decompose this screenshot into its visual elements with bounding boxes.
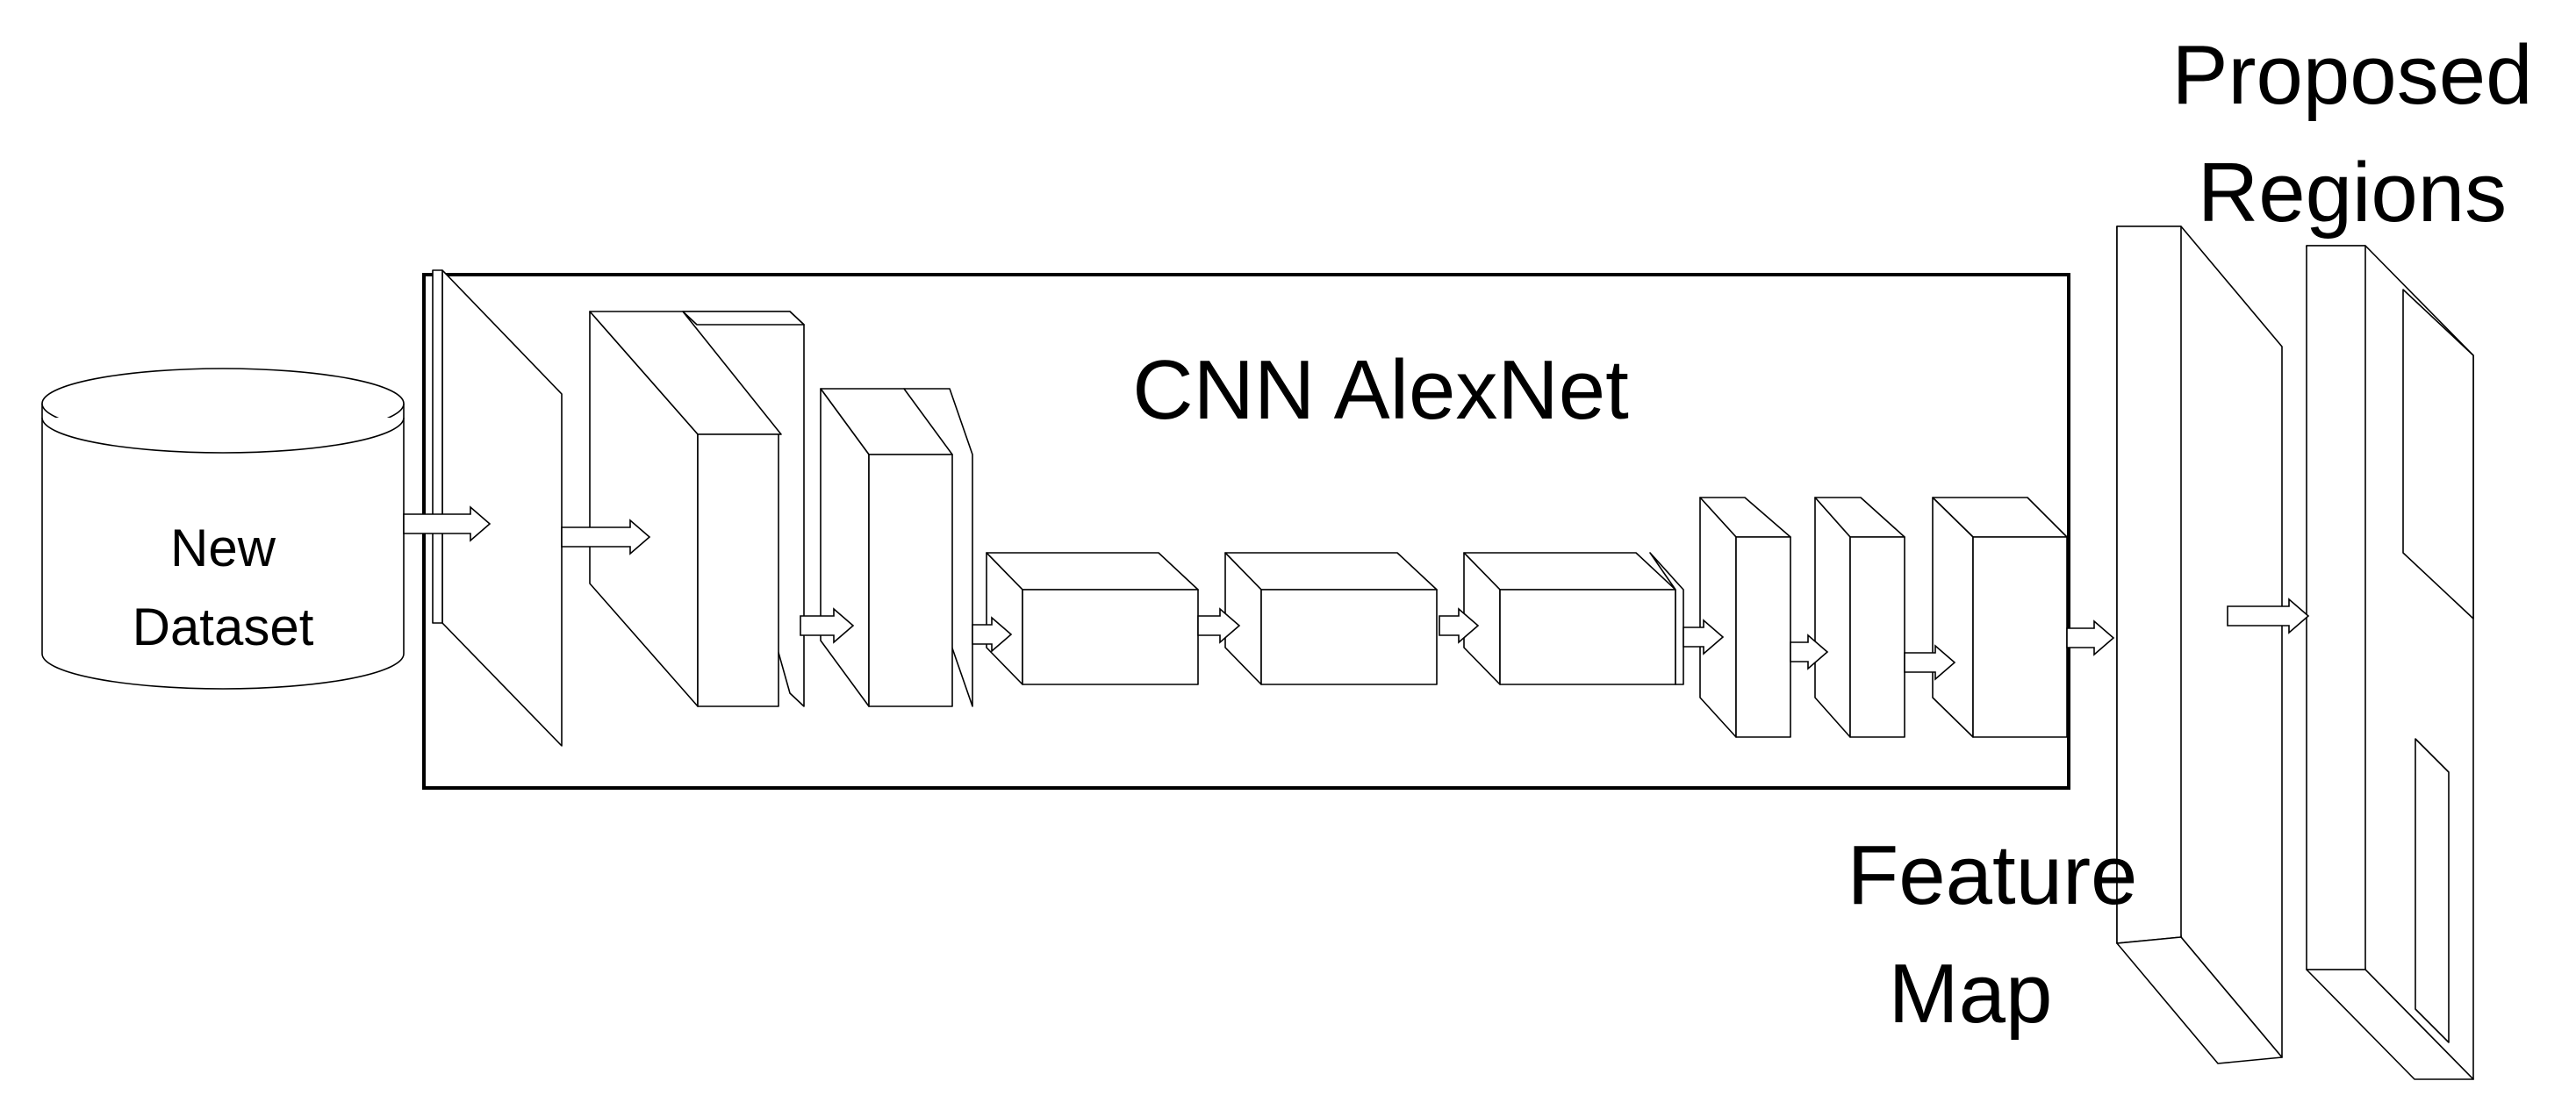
layer-fc6 — [1699, 497, 1791, 738]
proposed-regions-slab — [2306, 245, 2474, 1080]
flow-arrow-icon — [1197, 607, 1241, 644]
flow-arrow-icon — [1683, 619, 1725, 655]
flow-arrow-icon — [800, 607, 855, 644]
flow-arrow-icon — [1790, 634, 1829, 670]
flow-arrow-icon — [2227, 598, 2310, 634]
layer-conv1 — [589, 311, 805, 707]
proposed-regions-label-line-2: Regions — [2198, 146, 2507, 240]
flow-arrow-icon — [1439, 607, 1480, 644]
network-title: CNN AlexNet — [1132, 343, 1629, 437]
database-label-line-1: New — [170, 519, 276, 577]
flow-arrows — [403, 505, 2310, 681]
feature-map-slab — [2116, 226, 2283, 1064]
database-icon — [41, 368, 405, 690]
flow-arrow-icon — [561, 519, 651, 555]
layer-conv5 — [1463, 552, 1684, 685]
layer-conv3 — [986, 552, 1199, 685]
flow-arrow-icon — [403, 505, 492, 542]
layer-input-plane — [432, 269, 563, 747]
database-label-line-2: Dataset — [133, 598, 314, 656]
layer-conv4 — [1224, 552, 1438, 685]
layer-fc8 — [1932, 497, 2068, 738]
proposed-region-lower — [2415, 738, 2450, 1043]
layer-conv2 — [820, 388, 973, 707]
layer-fc7 — [1814, 497, 1905, 738]
feature-map-label-line-1: Feature — [1848, 828, 2138, 922]
proposed-regions-label-line-1: Proposed — [2172, 28, 2533, 122]
proposed-region-upper — [2402, 289, 2474, 619]
flow-arrow-icon — [2066, 619, 2115, 656]
flow-arrow-icon — [1904, 644, 1956, 681]
flow-arrow-icon — [972, 616, 1013, 653]
feature-map-label-line-2: Map — [1889, 947, 2053, 1041]
